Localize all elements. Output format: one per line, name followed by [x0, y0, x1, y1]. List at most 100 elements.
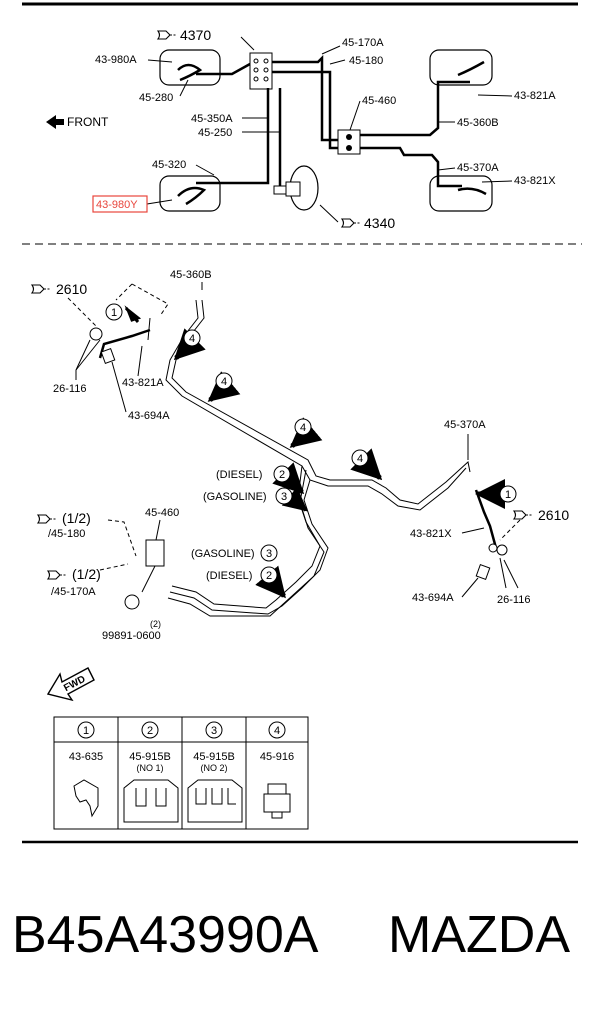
detail-label-45-460[interactable]: 45-460 [145, 507, 179, 519]
callout-2-diesel-top[interactable]: 2 [273, 465, 291, 483]
svg-text:1: 1 [83, 725, 89, 737]
svg-text:45-916: 45-916 [260, 751, 294, 763]
svg-text:1: 1 [505, 489, 511, 501]
rear-right-hose [457, 187, 487, 196]
ref-half-2-icon [47, 570, 67, 580]
detail-label-43-694A-left[interactable]: 43-694A [128, 410, 170, 422]
front-left-hose [177, 63, 203, 82]
rear-left-tire [429, 49, 493, 86]
detail-hose-43-821A [98, 328, 151, 359]
detail-label-99891-0600[interactable]: 99891-0600 [102, 630, 161, 642]
ref-half-1-icon [37, 514, 57, 524]
ref-4370-icon [157, 30, 177, 40]
callout-4-c[interactable]: 4 [294, 418, 312, 436]
detail-label-26-116-right[interactable]: 26-116 [497, 594, 530, 606]
detail-pipe-main-b [169, 479, 329, 615]
detail-label-45-370A[interactable]: 45-370A [444, 419, 486, 431]
label-gasoline-top[interactable]: (GASOLINE) [203, 491, 267, 503]
clip-45-915B-no1-icon [123, 779, 179, 823]
label-45-460[interactable]: 45-460 [362, 95, 396, 107]
bolt-43-694A-right [475, 564, 491, 580]
label-diesel-top[interactable]: (DIESEL) [216, 469, 262, 481]
svg-text:45-915B: 45-915B [129, 751, 171, 763]
svg-text:2: 2 [147, 725, 153, 737]
ref-4340[interactable]: 4340 [364, 215, 395, 231]
detail-label-43-821A[interactable]: 43-821A [122, 377, 164, 389]
ref-half-2[interactable]: (1/2) [72, 566, 101, 582]
ref-4370[interactable]: 4370 [180, 27, 211, 43]
svg-text:2: 2 [266, 570, 272, 582]
svg-text:3: 3 [266, 548, 272, 560]
label-45-350A[interactable]: 45-350A [191, 113, 233, 125]
svg-text:45-915B: 45-915B [193, 751, 235, 763]
footer: B45A43990A MAZDA [0, 895, 600, 975]
pointer-1-left [124, 305, 142, 323]
ref-2610-left-icon [31, 284, 51, 294]
ref-half-1-sub[interactable]: /45-180 [48, 528, 85, 540]
highlight-box [92, 195, 148, 213]
front-right-hose [177, 186, 207, 206]
legend-item-4[interactable]: 4 45-916 [260, 721, 294, 819]
pointer-3-gas-top [281, 486, 308, 512]
detail-pipe-main-c [167, 469, 325, 617]
callout-3-gas-bottom[interactable]: 3 [260, 544, 278, 562]
detail-label-43-694A-right[interactable]: 43-694A [412, 592, 454, 604]
label-45-250[interactable]: 45-250 [198, 127, 232, 139]
legend-item-2[interactable]: 2 45-915B (NO 1) [123, 721, 179, 823]
label-45-170A[interactable]: 45-170A [342, 37, 384, 49]
detail-label-43-821X[interactable]: 43-821X [410, 528, 452, 540]
callout-4-a[interactable]: 4 [183, 329, 201, 347]
part-number: B45A43990A [12, 906, 319, 964]
bolt-26-116-left [89, 327, 103, 341]
fwd-arrow-icon: FWD [46, 667, 95, 702]
callout-4-b[interactable]: 4 [215, 372, 233, 390]
front-arrow-icon [46, 115, 64, 129]
ref-half-2-sub[interactable]: /45-170A [51, 586, 96, 598]
label-43-821X[interactable]: 43-821X [514, 175, 556, 187]
hydraulic-unit [249, 52, 273, 90]
svg-text:4: 4 [221, 376, 227, 388]
pointer-4-d [350, 448, 383, 481]
label-45-280[interactable]: 45-280 [139, 92, 173, 104]
ref-half-1[interactable]: (1/2) [62, 510, 91, 526]
svg-text:4: 4 [357, 453, 363, 465]
pointer-4-a [173, 328, 206, 361]
front-label: FRONT [67, 115, 109, 129]
label-gasoline-bottom[interactable]: (GASOLINE) [191, 548, 255, 560]
pipe-45-170A [272, 54, 338, 142]
detail-label-45-360B[interactable]: 45-360B [170, 269, 212, 281]
detail-label-99891-qty[interactable]: (2) [150, 619, 161, 629]
legend-item-1[interactable]: 1 43-635 [69, 721, 103, 818]
rear-left-hose [457, 60, 485, 77]
clip-45-916-icon [263, 783, 291, 819]
legend-item-3[interactable]: 3 45-915B (NO 2) [187, 721, 243, 823]
junction-45-460 [337, 129, 361, 155]
callout-1-left[interactable]: 1 [105, 303, 123, 321]
label-43-821A[interactable]: 43-821A [514, 90, 556, 102]
label-45-360B[interactable]: 45-360B [457, 117, 499, 129]
pipe-45-370A [360, 146, 462, 188]
label-45-370A[interactable]: 45-370A [457, 162, 499, 174]
pipe-45-320 [196, 88, 270, 185]
label-diesel-bottom[interactable]: (DIESEL) [206, 570, 252, 582]
label-43-980Y[interactable]: 43-980Y [96, 199, 138, 211]
svg-text:4: 4 [274, 725, 280, 737]
ref-2610-right[interactable]: 2610 [538, 507, 569, 523]
callout-3-gas-top[interactable]: 3 [275, 487, 293, 505]
label-45-180[interactable]: 45-180 [349, 55, 383, 67]
callout-1-right[interactable]: 1 [499, 485, 517, 503]
detail-label-26-116-left[interactable]: 26-116 [53, 383, 86, 395]
svg-text:3: 3 [281, 491, 287, 503]
bolt-43-694A-left [100, 348, 116, 364]
ref-2610-left[interactable]: 2610 [56, 281, 87, 297]
label-43-980A[interactable]: 43-980A [95, 54, 137, 66]
callout-4-d[interactable]: 4 [351, 449, 369, 467]
svg-text:4: 4 [300, 422, 306, 434]
label-45-320[interactable]: 45-320 [152, 159, 186, 171]
ref-4340-icon [341, 218, 361, 228]
callout-2-diesel-bottom[interactable]: 2 [260, 566, 278, 584]
detail-pipe-45-360B-b [165, 299, 467, 511]
bolt-26-116-right [496, 544, 508, 556]
svg-text:3: 3 [211, 725, 217, 737]
svg-text:4: 4 [189, 333, 195, 345]
